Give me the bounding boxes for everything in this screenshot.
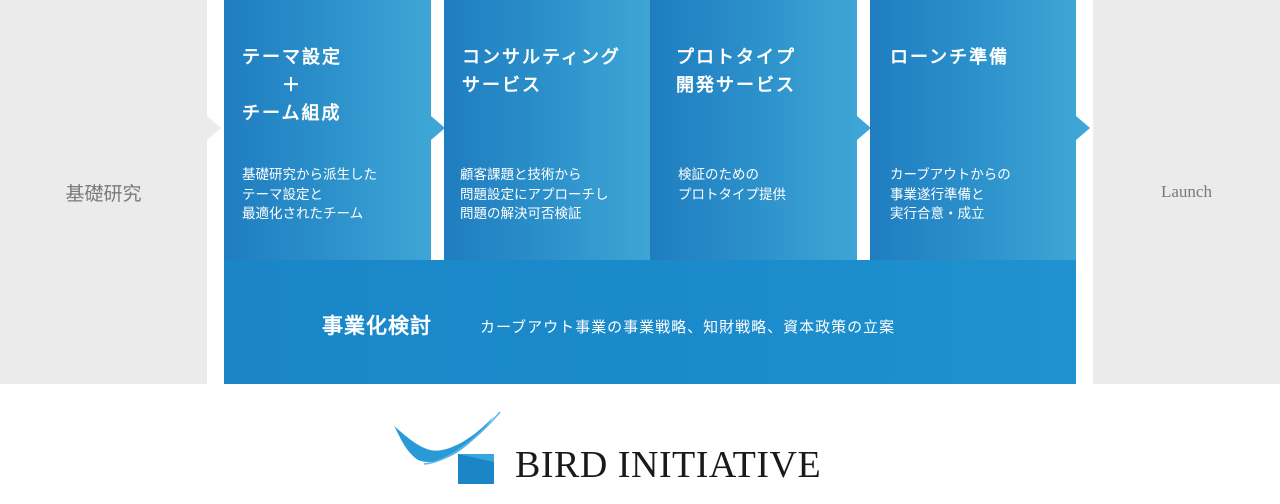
stage-title: ローンチ準備 <box>890 47 1010 68</box>
stage-title: プロトタイプ 開発サービス <box>676 47 796 96</box>
stage-theme-team: テーマ設定 ＋ チーム組成 基礎研究から派生した テーマ設定と 最適化されたチー… <box>224 0 431 260</box>
commercialization-band: 事業化検討 カーブアウト事業の事業戦略、知財戦略、資本政策の立案 <box>224 260 1076 384</box>
bird-logo-icon <box>394 411 501 484</box>
arrow-right-icon <box>857 116 871 140</box>
bird-initiative-logo: BIRD INITIATIVE <box>388 410 898 490</box>
logo-text: BIRD INITIATIVE <box>515 444 822 486</box>
stage-description: カーブアウトからの 事業遂行準備と 実行合意・成立 <box>890 167 1011 222</box>
basic-research-box: 基礎研究 <box>0 0 207 384</box>
stage-title: テーマ設定 ＋ チーム組成 <box>242 47 342 124</box>
basic-research-label: 基礎研究 <box>65 182 142 205</box>
band-title: 事業化検討 <box>322 313 432 338</box>
stage-description: 検証のための プロトタイプ提供 <box>678 167 786 203</box>
stage-title: コンサルティング サービス <box>462 47 621 96</box>
arrow-right-icon <box>431 116 445 140</box>
stage-prototype: プロトタイプ 開発サービス 検証のための プロトタイプ提供 <box>650 0 857 260</box>
stage-description: 顧客課題と技術から 問題設定にアプローチし 問題の解決可否検証 <box>460 167 609 222</box>
arrow-right-icon <box>1076 116 1090 140</box>
stage-description: 基礎研究から派生した テーマ設定と 最適化されたチーム <box>242 167 377 222</box>
band-description: カーブアウト事業の事業戦略、知財戦略、資本政策の立案 <box>480 318 896 336</box>
stage-consulting: コンサルティング サービス 顧客課題と技術から 問題設定にアプローチし 問題の解… <box>444 0 650 260</box>
arrow-right-icon <box>207 116 221 140</box>
stage-launch-prep: ローンチ準備 カーブアウトからの 事業遂行準備と 実行合意・成立 <box>870 0 1076 260</box>
launch-label: Launch <box>1161 182 1212 201</box>
launch-box: Launch <box>1093 0 1280 384</box>
